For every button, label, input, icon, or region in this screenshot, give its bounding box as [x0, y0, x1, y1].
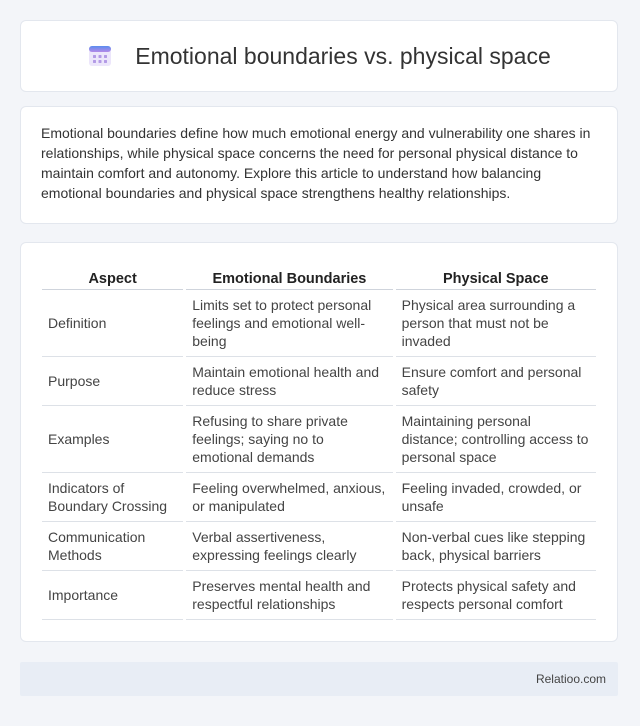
row-emotional: Limits set to protect personal feelings … — [186, 290, 393, 357]
row-aspect: Indicators of Boundary Crossing — [42, 473, 184, 522]
row-physical: Maintaining personal distance; controlli… — [395, 406, 596, 473]
row-aspect: Definition — [42, 290, 184, 357]
comparison-card: Aspect Emotional Boundaries Physical Spa… — [20, 242, 618, 642]
column-header-emotional: Emotional Boundaries — [186, 265, 393, 290]
row-aspect: Importance — [42, 571, 184, 620]
table-row: Definition Limits set to protect persona… — [42, 290, 596, 357]
table-row: Importance Preserves mental health and r… — [42, 571, 596, 620]
row-physical: Non-verbal cues like stepping back, phys… — [395, 522, 596, 571]
table-row: Communication Methods Verbal assertivene… — [42, 522, 596, 571]
row-emotional: Refusing to share private feelings; sayi… — [186, 406, 393, 473]
comparison-table: Aspect Emotional Boundaries Physical Spa… — [39, 265, 599, 620]
row-emotional: Maintain emotional health and reduce str… — [186, 357, 393, 406]
row-aspect: Examples — [42, 406, 184, 473]
row-emotional: Preserves mental health and respectful r… — [186, 571, 393, 620]
row-emotional: Verbal assertiveness, expressing feeling… — [186, 522, 393, 571]
calendar-icon — [87, 43, 113, 69]
row-emotional: Feeling overwhelmed, anxious, or manipul… — [186, 473, 393, 522]
row-physical: Physical area surrounding a person that … — [395, 290, 596, 357]
row-physical: Protects physical safety and respects pe… — [395, 571, 596, 620]
footer-brand: Relatioo.com — [535, 672, 606, 686]
row-aspect: Purpose — [42, 357, 184, 406]
column-header-aspect: Aspect — [42, 265, 184, 290]
row-physical: Feeling invaded, crowded, or unsafe — [395, 473, 596, 522]
row-aspect: Communication Methods — [42, 522, 184, 571]
title-card: Emotional boundaries vs. physical space — [20, 20, 618, 92]
intro-paragraph: Emotional boundaries define how much emo… — [41, 125, 591, 201]
table-row: Examples Refusing to share private feeli… — [42, 406, 596, 473]
intro-card: Emotional boundaries define how much emo… — [20, 106, 618, 224]
page-title: Emotional boundaries vs. physical space — [135, 42, 551, 69]
row-physical: Ensure comfort and personal safety — [395, 357, 596, 406]
table-header-row: Aspect Emotional Boundaries Physical Spa… — [42, 265, 596, 290]
column-header-physical: Physical Space — [395, 265, 596, 290]
table-row: Indicators of Boundary Crossing Feeling … — [42, 473, 596, 522]
footer: Relatioo.com — [20, 662, 618, 696]
table-row: Purpose Maintain emotional health and re… — [42, 357, 596, 406]
